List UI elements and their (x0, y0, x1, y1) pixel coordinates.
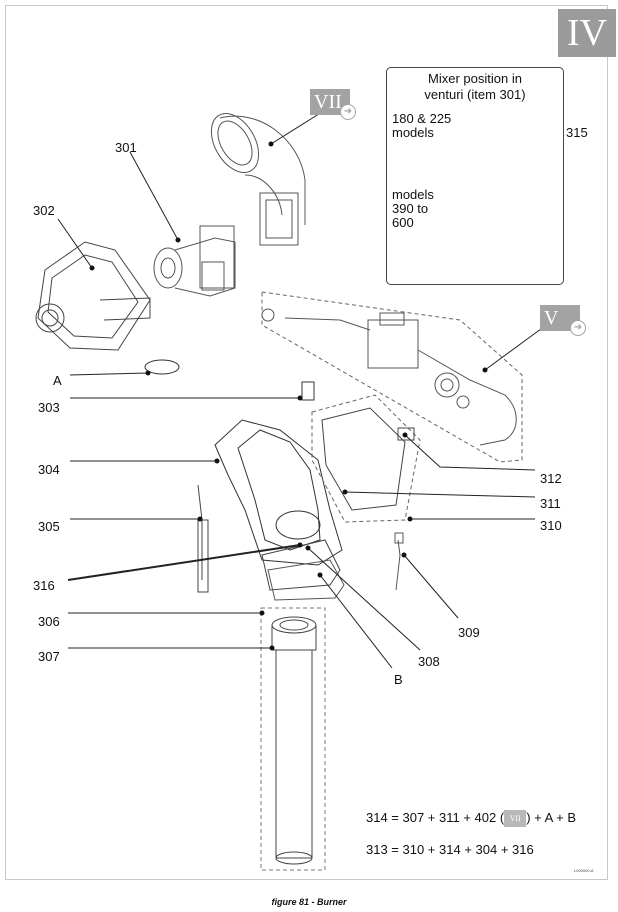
section-badge: IV (558, 9, 616, 57)
gas-valve-assembly (261, 308, 517, 446)
elbow-pipe (210, 113, 306, 246)
ref-badge-vii: VII ➜ (310, 89, 356, 120)
fan-302 (35, 241, 151, 351)
label-301: 301 (115, 140, 137, 155)
label-304: 304 (38, 462, 60, 477)
arrow-right-icon: ➜ (570, 320, 586, 336)
ref-badge-vii-text: VII (314, 91, 342, 113)
label-310: 310 (540, 518, 562, 533)
ref-badge-v-text: V (544, 307, 559, 329)
label-308: 308 (418, 654, 440, 669)
label-a: A (53, 373, 62, 388)
equation-314-rhs: ) + A + B (526, 810, 577, 825)
o-ring-a (144, 359, 180, 375)
callout-title: Mixer position in venturi (item 301) (424, 71, 526, 102)
label-311: 311 (540, 496, 561, 511)
venturi-301 (153, 225, 236, 297)
assembly-equation-313: 313 = 310 + 314 + 304 + 316 (366, 842, 534, 857)
inline-ref-badge-vii: VII (504, 810, 527, 828)
label-302: 302 (33, 203, 55, 218)
label-b: B (394, 672, 403, 687)
electrode-305 (197, 484, 209, 593)
figure-caption: figure 81 - Burner (271, 897, 347, 907)
arrow-right-icon: ➜ (340, 104, 356, 120)
burner-body-304 (214, 419, 343, 566)
equation-314-lhs: 314 = 307 + 311 + 402 ( (366, 810, 505, 825)
connector-303 (301, 381, 315, 401)
document-code: L000000-A (574, 868, 594, 873)
mixer-position-callout: Mixer position in venturi (item 301) 180… (386, 67, 564, 285)
label-315: 315 (566, 125, 588, 140)
page-frame (5, 5, 608, 880)
label-306: 306 (38, 614, 60, 629)
label-316: 316 (33, 578, 55, 593)
label-303: 303 (38, 400, 60, 415)
flue-tube-307 (271, 616, 317, 865)
label-307: 307 (38, 649, 60, 664)
label-309: 309 (458, 625, 480, 640)
label-305: 305 (38, 519, 60, 534)
callout-models-390-600: models 390 to 600 (392, 187, 434, 230)
label-312: 312 (540, 471, 562, 486)
assembly-equation-314: 314 = 307 + 311 + 402 (VII) + A + B (366, 810, 577, 828)
callout-models-180-225: 180 & 225 models (392, 111, 452, 140)
ref-badge-v: V ➜ (540, 305, 586, 336)
